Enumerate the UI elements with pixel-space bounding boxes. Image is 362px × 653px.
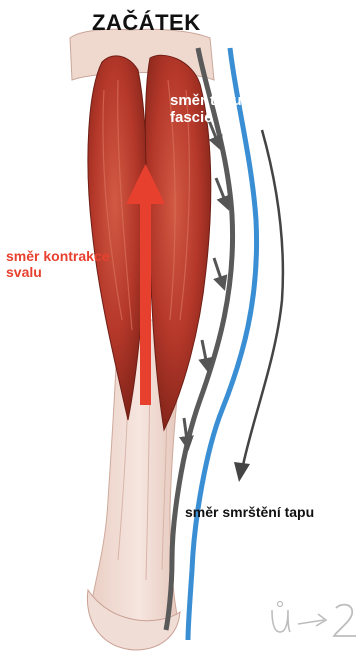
pull-arrow-4 xyxy=(202,340,208,370)
fascia-pull-label-line2: fascie xyxy=(170,109,242,126)
pull-arrow-5 xyxy=(184,418,188,448)
handwritten-u xyxy=(272,610,290,632)
fascia-pull-label-line1: směr tahu xyxy=(170,92,242,109)
shortening-arrow-line xyxy=(242,130,283,470)
title-start: ZAČÁTEK xyxy=(92,10,201,35)
tendon-shortening-label: směr smrštění tapu xyxy=(185,504,314,520)
pull-arrow-3 xyxy=(214,258,224,288)
contraction-arrow-shaft xyxy=(140,200,151,405)
handwritten-ring xyxy=(278,602,283,607)
handwritten-note xyxy=(266,596,362,642)
fascia-pull-label: směr tahu fascie xyxy=(170,92,242,127)
shortening-arrow-head xyxy=(234,462,250,482)
handwritten-arrow xyxy=(298,614,326,626)
handwritten-two xyxy=(334,605,356,636)
muscle-contraction-label-line1: směr kontrakce xyxy=(6,248,110,264)
muscle-contraction-label: směr kontrakce svalu xyxy=(6,248,110,280)
muscle-contraction-label-line2: svalu xyxy=(6,264,110,280)
